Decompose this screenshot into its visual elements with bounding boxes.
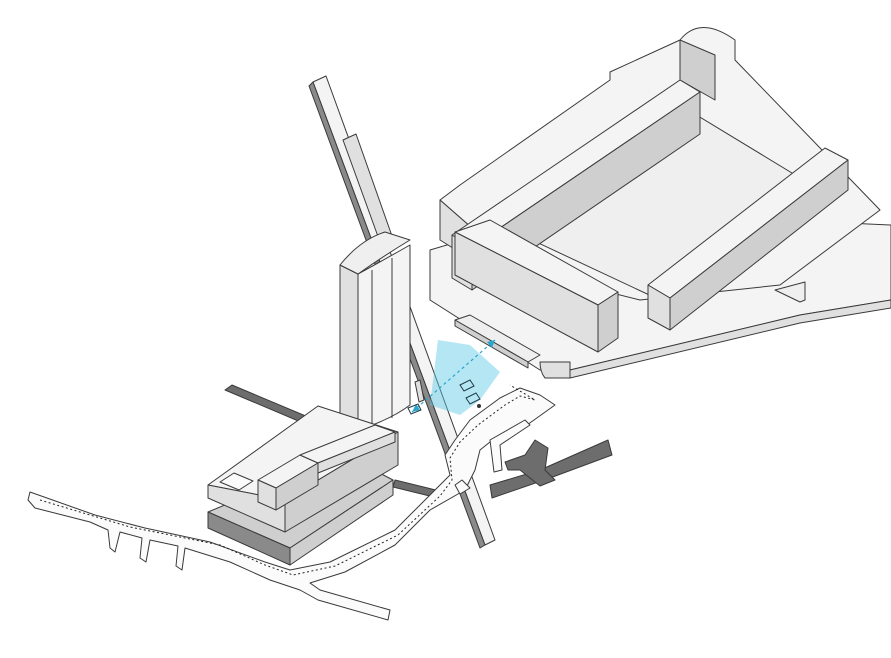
view-path-end-arrow	[487, 340, 495, 348]
terminal-complex	[429, 27, 891, 379]
viaduct-pier	[414, 379, 425, 403]
tower-left-face	[339, 264, 359, 431]
tower	[339, 231, 411, 431]
terminal-podium-notch	[774, 281, 806, 303]
kiosk-a	[459, 379, 475, 392]
pedestrian-route	[39, 384, 536, 576]
terminal-podium-lip	[539, 361, 571, 379]
rooftop-box-side	[275, 462, 319, 511]
base-plate-side	[289, 479, 394, 566]
concourse-walkway	[27, 387, 556, 621]
tower-front-face	[357, 244, 411, 431]
concourse-entry	[454, 479, 471, 495]
terminal-bar-right-side	[669, 159, 849, 331]
terminal-bar-lower-side	[597, 291, 619, 353]
roof-ridge-side	[317, 431, 396, 474]
view-cone	[430, 340, 500, 415]
low-building	[207, 405, 399, 566]
pedestrian-concourse	[27, 387, 556, 621]
bridge-right-stairs	[504, 439, 556, 487]
building-courtyard	[219, 472, 254, 491]
marker-dot	[477, 404, 481, 408]
view-path-start-arrow	[412, 404, 420, 412]
concourse-branch	[489, 419, 531, 473]
view-path	[411, 339, 496, 413]
kiosk-b	[465, 392, 481, 405]
tower-roof	[339, 231, 411, 275]
kiosk-c	[407, 403, 422, 415]
connector-bridges	[224, 384, 613, 501]
sightline	[407, 339, 500, 415]
